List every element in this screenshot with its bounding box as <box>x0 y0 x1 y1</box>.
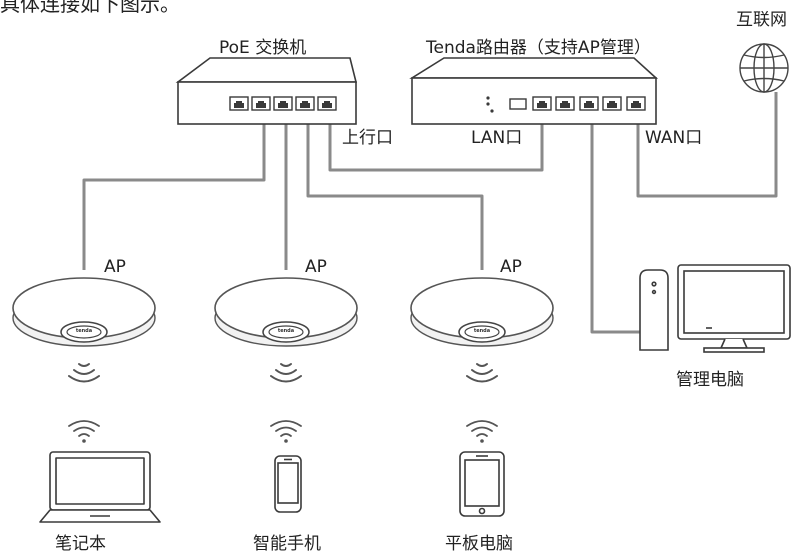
wifi-signal-icon <box>68 363 100 383</box>
router-icon <box>409 57 659 125</box>
ap-label-2: AP <box>305 257 327 277</box>
access-point-icon-3 <box>410 277 554 347</box>
poe-switch-icon <box>175 57 358 125</box>
cable-switch-to-ap-3 <box>306 110 484 270</box>
lan-port-label: LAN口 <box>471 128 523 148</box>
tablet-icon <box>459 451 505 517</box>
smartphone-label: 智能手机 <box>253 534 321 554</box>
internet-label: 互联网 <box>736 10 787 30</box>
wifi-signal-icon <box>466 363 498 383</box>
monitor-icon <box>677 264 791 353</box>
access-point-icon-2 <box>214 277 358 347</box>
ap-label-1: AP <box>104 257 126 277</box>
ap-brand-logo-2: tenda <box>277 328 295 334</box>
poe-switch-label: PoE 交换机 <box>219 38 307 58</box>
cable-switch-to-ap-1 <box>82 110 266 270</box>
ap-brand-logo-3: tenda <box>473 328 491 334</box>
cable-uplink-to-lan <box>328 110 544 172</box>
globe-icon <box>739 43 789 93</box>
wifi-signal-icon <box>466 420 498 444</box>
wifi-signal-icon <box>270 420 302 444</box>
network-cables <box>82 92 778 334</box>
laptop-icon <box>39 451 161 523</box>
wifi-signal-icon <box>270 363 302 383</box>
ap-label-3: AP <box>500 257 522 277</box>
wifi-signal-icon <box>68 420 100 444</box>
management-pc-label: 管理电脑 <box>676 370 744 390</box>
laptop-label: 笔记本 <box>55 534 106 554</box>
access-point-icon-1 <box>12 277 156 347</box>
cable-wan-to-internet <box>636 92 778 198</box>
pc-tower-icon <box>639 269 669 351</box>
router-label: Tenda路由器（支持AP管理） <box>426 38 651 58</box>
smartphone-icon <box>274 455 302 513</box>
tablet-label: 平板电脑 <box>445 534 513 554</box>
header-text: 具体连接如下图示。 <box>0 0 180 16</box>
uplink-port-label: 上行口 <box>342 128 393 148</box>
cable-router-to-pc <box>590 110 640 334</box>
wan-port-label: WAN口 <box>645 128 703 148</box>
ap-brand-logo-1: tenda <box>75 328 93 334</box>
